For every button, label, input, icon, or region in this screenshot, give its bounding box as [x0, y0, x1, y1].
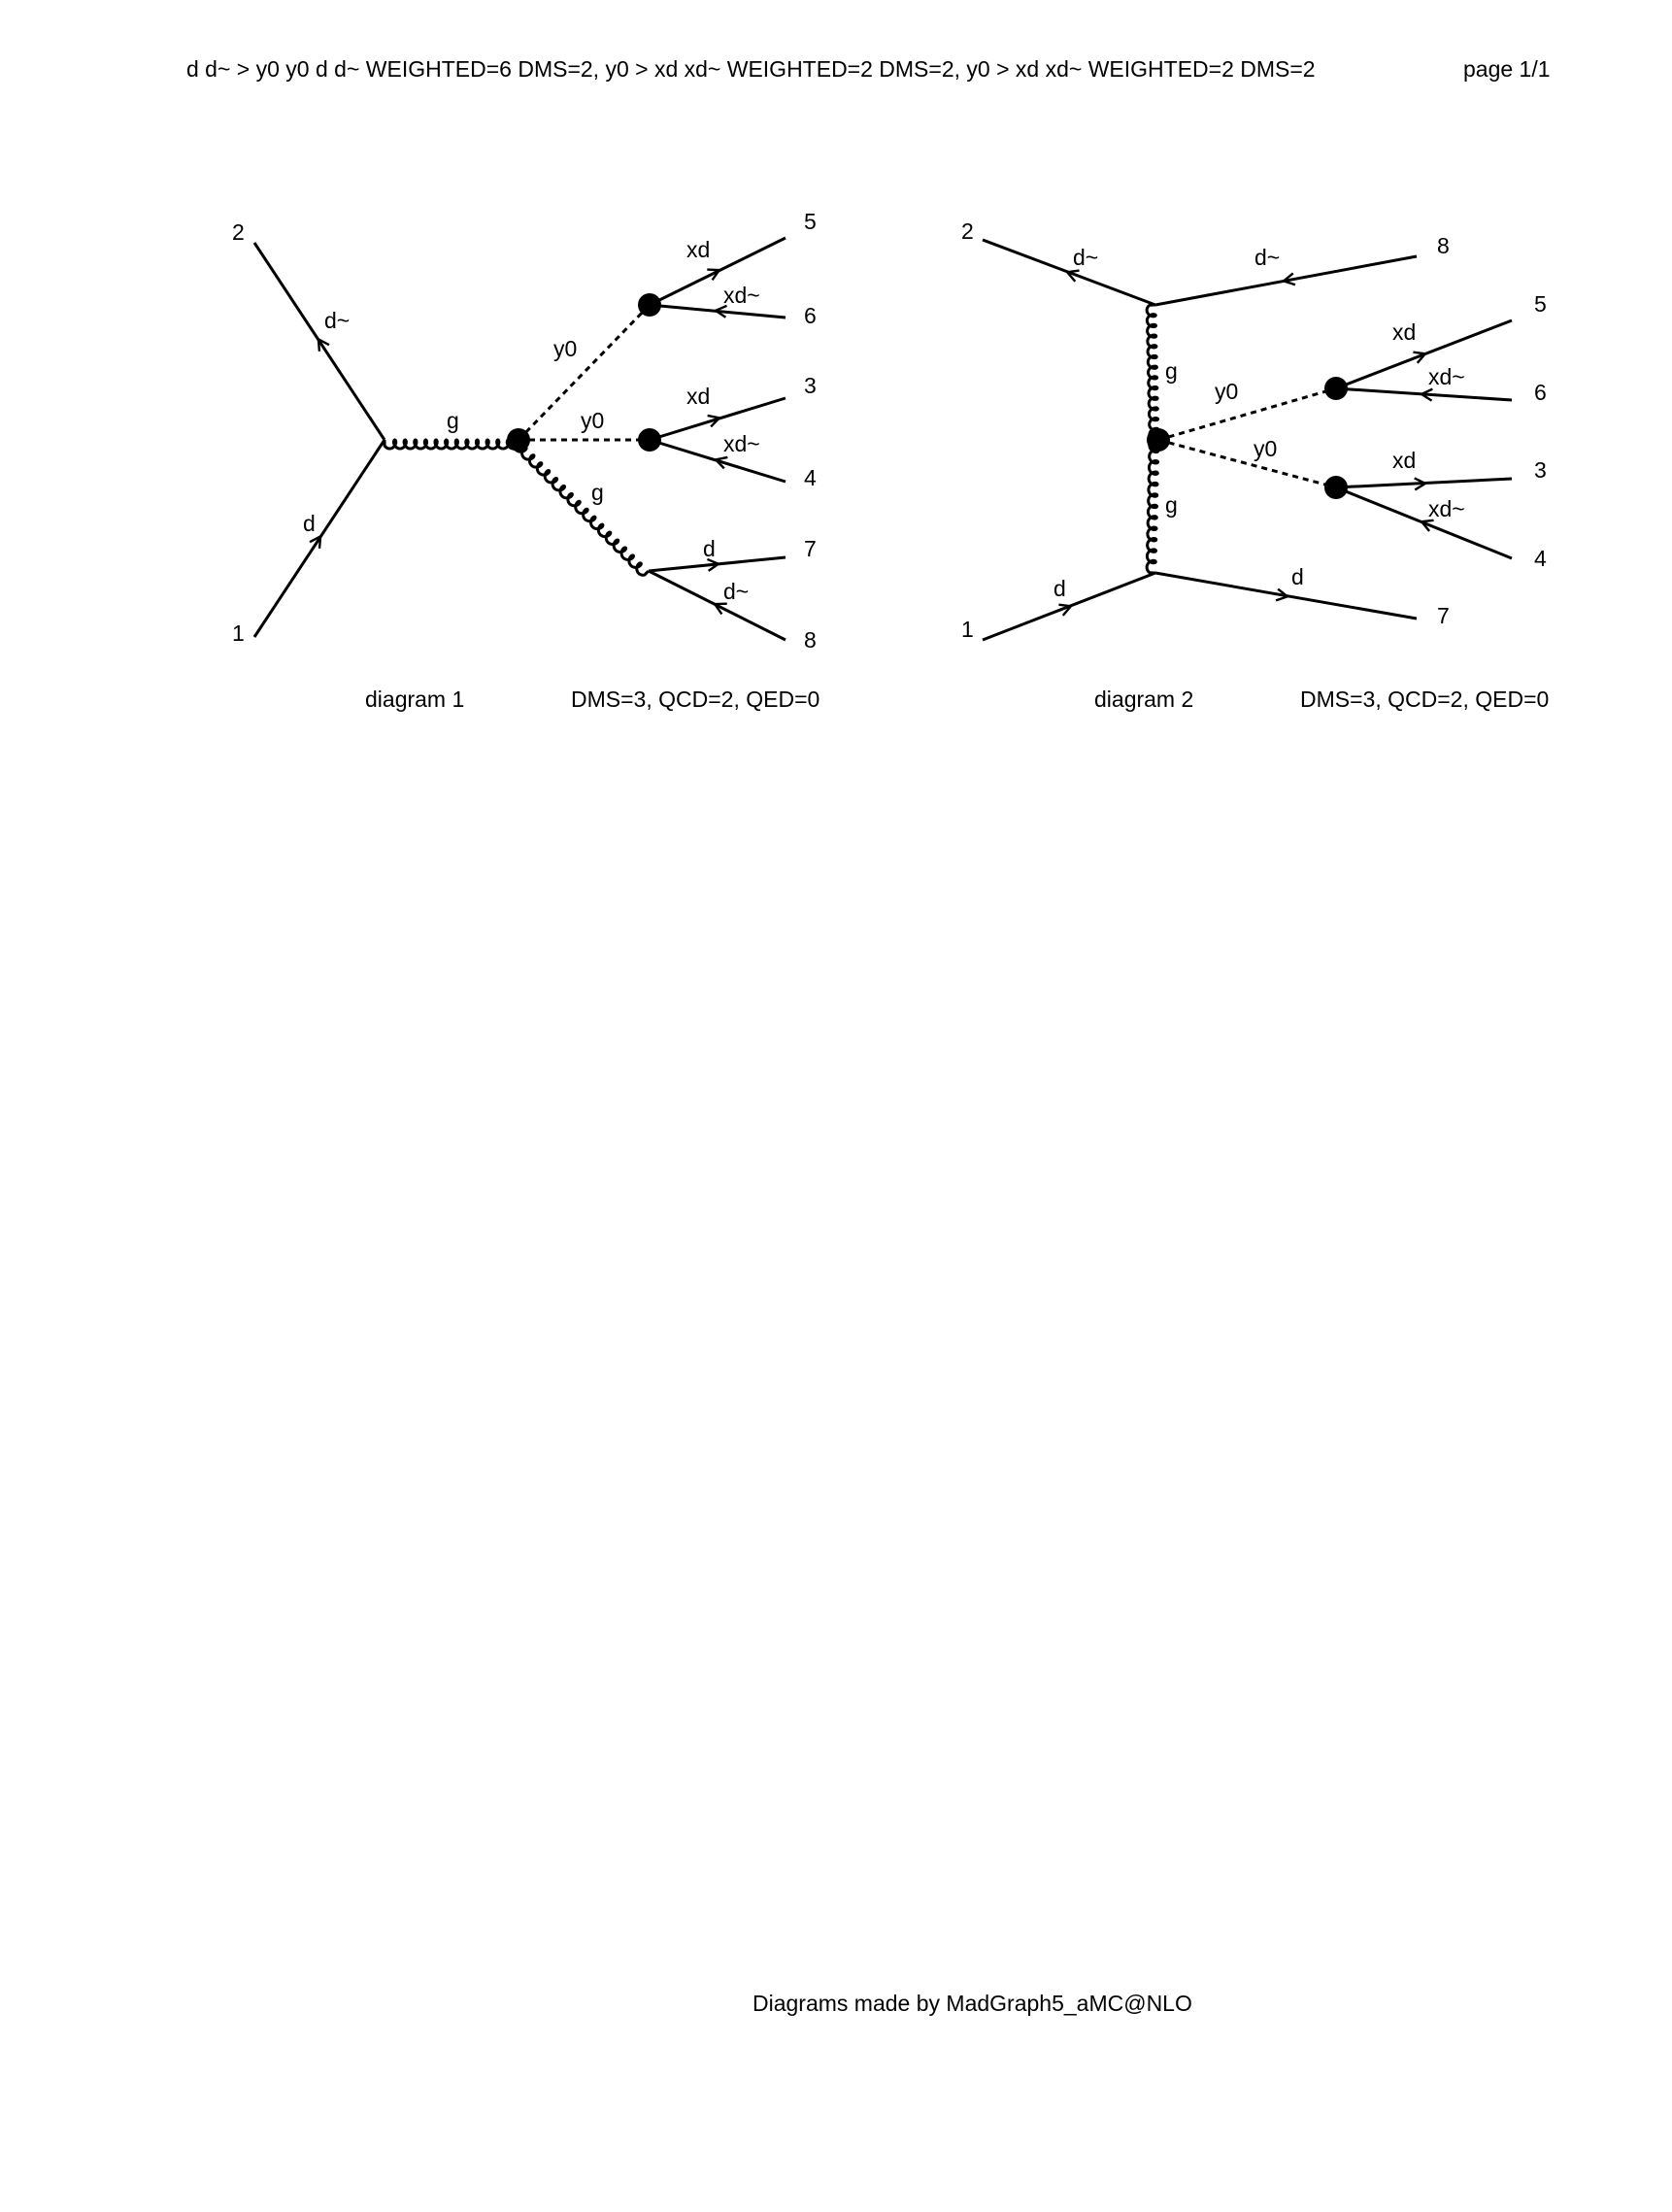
d1-leg-7: 7 — [804, 536, 817, 561]
d1-label-d-in: d — [303, 511, 316, 536]
d2-label-xdbar-a: xd~ — [1428, 364, 1465, 389]
d2-vertex-y0-upper — [1324, 377, 1348, 400]
d2-scalar-lower — [1157, 438, 1337, 489]
d2-label-d-in: d — [1053, 576, 1066, 601]
footer-credit: Diagrams made by MadGraph5_aMC@NLO — [752, 1991, 1192, 2016]
diagram-2: d~ d~ g g y0 y0 xd xd~ xd xd~ d d 1 2 8 … — [961, 218, 1549, 712]
d2-couplings: DMS=3, QCD=2, QED=0 — [1300, 687, 1549, 712]
d1-label-xdbar-a: xd~ — [723, 283, 760, 308]
process-title: d d~ > y0 y0 d d~ WEIGHTED=6 DMS=2, y0 >… — [186, 56, 1316, 82]
d2-label-g-lower: g — [1165, 492, 1178, 518]
d1-leg-5: 5 — [804, 209, 817, 234]
d1-label-xdbar-b: xd~ — [723, 431, 760, 456]
d1-couplings: DMS=3, QCD=2, QED=0 — [571, 687, 819, 712]
d2-label-xdbar-b: xd~ — [1428, 496, 1465, 521]
d1-vertex-y0-mid — [638, 428, 661, 452]
d2-leg-7: 7 — [1437, 603, 1450, 628]
d1-label-dbar-in: d~ — [324, 308, 350, 333]
d2-scalar-upper — [1157, 386, 1337, 442]
d2-caption: diagram 2 — [1094, 687, 1193, 712]
diagram-1: d d~ g y0 y0 g xd xd~ xd xd~ d d~ 1 2 5 … — [232, 209, 819, 712]
d1-leg-1: 1 — [232, 620, 245, 646]
d2-label-dbar-out: d~ — [1254, 245, 1280, 270]
d2-label-xd-a: xd — [1392, 319, 1416, 345]
d1-label-g-lower: g — [591, 480, 604, 505]
d1-leg-4: 4 — [804, 465, 817, 490]
d2-gluon-upper — [1145, 303, 1160, 442]
d1-leg-6: 6 — [804, 303, 817, 328]
d1-label-y0-upper: y0 — [553, 336, 577, 361]
d1-gluon-lower — [513, 438, 651, 577]
d1-leg-8: 8 — [804, 627, 817, 653]
d2-leg-6: 6 — [1534, 380, 1547, 405]
d1-label-xd-a: xd — [686, 237, 710, 262]
d1-label-xd-b: xd — [686, 384, 710, 409]
d2-leg-5: 5 — [1534, 291, 1547, 317]
d2-leg-3: 3 — [1534, 457, 1547, 483]
d2-label-dbar-in: d~ — [1073, 245, 1098, 270]
d2-label-g-upper: g — [1165, 358, 1178, 384]
d2-leg-2: 2 — [961, 218, 974, 244]
d2-label-y0-upper: y0 — [1215, 379, 1238, 404]
d2-leg-4: 4 — [1534, 546, 1547, 571]
d1-vertex-main — [507, 428, 530, 452]
d2-gluon-lower — [1145, 438, 1160, 575]
d1-label-y0-mid: y0 — [581, 408, 604, 433]
d1-vertex-y0-upper — [638, 293, 661, 317]
d1-label-d-out: d — [703, 536, 716, 561]
d1-label-g-s: g — [447, 408, 459, 433]
d1-label-dbar-out: d~ — [723, 579, 749, 604]
page-number: page 1/1 — [1463, 56, 1551, 82]
d2-vertex-main — [1147, 428, 1170, 452]
d2-label-xd-b: xd — [1392, 448, 1416, 473]
d1-leg-3: 3 — [804, 373, 817, 398]
d1-leg-2: 2 — [232, 219, 245, 245]
d2-label-d-out: d — [1291, 564, 1304, 589]
d2-vertex-y0-lower — [1324, 476, 1348, 499]
d2-leg-1: 1 — [961, 617, 974, 642]
d2-leg-8: 8 — [1437, 233, 1450, 258]
d2-label-y0-lower: y0 — [1254, 436, 1277, 461]
d1-caption: diagram 1 — [365, 687, 464, 712]
d1-gluon-s — [383, 438, 520, 451]
